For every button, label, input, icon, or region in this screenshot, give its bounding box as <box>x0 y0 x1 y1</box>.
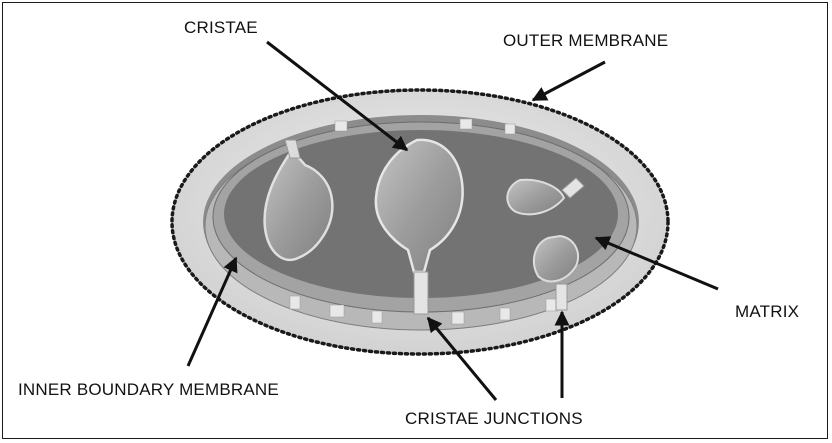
arrow-outer-membrane <box>533 62 605 100</box>
label-outer-membrane: OUTER MEMBRANE <box>503 31 668 51</box>
label-cristae-junctions: CRISTAE JUNCTIONS <box>405 409 583 429</box>
label-inner-boundary-membrane: INNER BOUNDARY MEMBRANE <box>18 380 279 400</box>
label-cristae: CRISTAE <box>184 18 258 38</box>
label-matrix: MATRIX <box>735 302 799 322</box>
